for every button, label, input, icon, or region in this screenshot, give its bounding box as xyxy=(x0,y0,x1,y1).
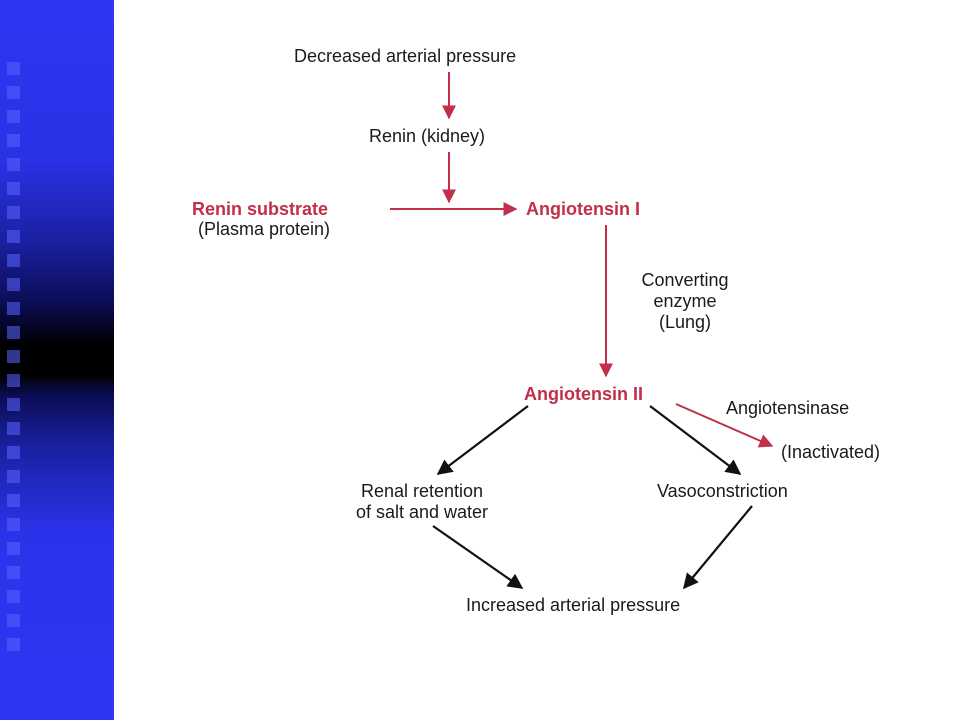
node-angiotensinase: Angiotensinase xyxy=(726,398,850,418)
sidebar-square xyxy=(7,614,20,627)
renal-retention-line-2: of salt and water xyxy=(355,502,489,522)
arrow-angiotensin-2-to-vasoconstriction xyxy=(649,405,742,475)
node-vasoconstriction: Vasoconstriction xyxy=(657,481,788,501)
node-inactivated: (Inactivated) xyxy=(781,442,881,462)
node-angiotensin-2: Angiotensin II xyxy=(524,384,643,404)
sidebar-square xyxy=(7,518,20,531)
converting-enzyme-line-2: enzyme xyxy=(653,291,717,311)
sidebar-squares xyxy=(7,62,25,662)
node-renin: Renin (kidney) xyxy=(369,126,486,146)
sidebar-square xyxy=(7,350,20,363)
sidebar-square xyxy=(7,86,20,99)
renal-retention-line-1: Renal retention xyxy=(360,481,484,501)
sidebar-square xyxy=(7,590,20,603)
arrow-vasoconstriction-to-increased xyxy=(683,505,753,590)
sidebar-square xyxy=(7,446,20,459)
sidebar-square xyxy=(7,566,20,579)
sidebar-square xyxy=(7,182,20,195)
arrow-renal-to-increased xyxy=(432,525,524,589)
sidebar-square xyxy=(7,134,20,147)
sidebar-square xyxy=(7,302,20,315)
sidebar-square xyxy=(7,398,20,411)
sidebar-square xyxy=(7,158,20,171)
sidebar-square xyxy=(7,638,20,651)
converting-enzyme-line-1: Converting xyxy=(641,270,729,290)
sidebar-square xyxy=(7,374,20,387)
sidebar-square xyxy=(7,254,20,267)
sidebar-square xyxy=(7,326,20,339)
node-angiotensin-1: Angiotensin I xyxy=(526,199,640,219)
sidebar-square xyxy=(7,470,20,483)
arrow-angiotensin-2-to-renal xyxy=(436,405,529,475)
sidebar-gradient xyxy=(0,0,114,720)
node-renin-substrate: Renin substrate xyxy=(192,199,329,219)
node-plasma-protein: (Plasma protein) xyxy=(198,219,331,239)
converting-enzyme-line-3: (Lung) xyxy=(658,312,712,332)
sidebar-square xyxy=(7,542,20,555)
arrow-angiotensin-2-to-inactivated xyxy=(675,403,774,448)
sidebar-square xyxy=(7,494,20,507)
node-decreased-pressure: Decreased arterial pressure xyxy=(294,46,517,66)
sidebar-square xyxy=(7,422,20,435)
sidebar-square xyxy=(7,62,20,75)
sidebar-square xyxy=(7,110,20,123)
sidebar-square xyxy=(7,278,20,291)
node-converting-enzyme: Converting enzyme (Lung) xyxy=(622,270,748,333)
sidebar-square xyxy=(7,206,20,219)
node-increased-pressure: Increased arterial pressure xyxy=(466,595,681,615)
sidebar-square xyxy=(7,230,20,243)
node-renal-retention: Renal retention of salt and water xyxy=(322,481,522,523)
